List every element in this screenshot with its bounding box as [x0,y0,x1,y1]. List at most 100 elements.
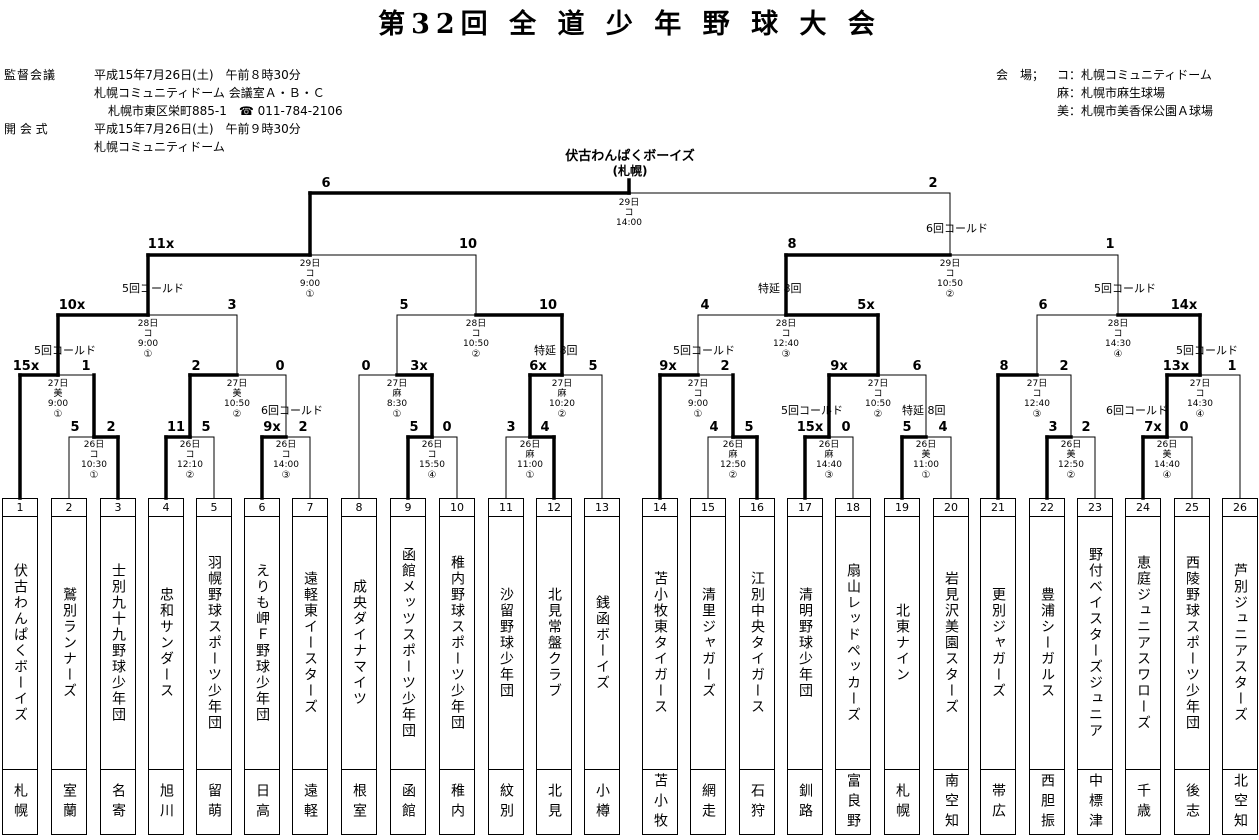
game-time: 15:50 [419,460,445,470]
score-label: 2 [298,420,307,435]
team-city: 名寄 [101,769,135,835]
venue-item-2: 麻：札幌市麻生球場 [1057,86,1166,100]
game-date: 27日 [227,378,247,389]
team-name: 野付ベイスターズジュニア [1087,547,1103,739]
team-city: 富良野 [836,769,870,835]
game-date: 29日 [619,197,639,208]
team-number: 22 [1030,499,1064,517]
game-time: 12:40 [773,339,799,349]
score-label: 13x [1163,359,1190,374]
team-number: 19 [885,499,919,517]
game-note: 5回コールド [1094,282,1156,295]
score-label: 14x [1171,298,1198,313]
team-number: 16 [740,499,774,517]
score-label: 0 [442,420,451,435]
game-venue: 麻 [392,387,401,399]
score-label: 5 [744,420,753,435]
score-label: 11x [148,237,175,252]
team-name: 岩見沢美園スターズ [943,571,959,715]
team-number: 10 [440,499,474,517]
game-date: 26日 [723,439,743,450]
game-number: ② [558,409,567,420]
game-venue: 美 [921,448,930,460]
team-city: 南空知 [934,769,968,835]
score-label: 5x [857,298,875,313]
team-number: 5 [197,499,231,517]
score-label: 3x [410,359,428,374]
team-city: 後志 [1175,769,1209,835]
team-city: 小樽 [585,769,619,835]
game-time: 12:10 [177,460,203,470]
game-note: 6回コールド [926,222,988,235]
game-venue: 麻 [824,448,833,460]
team-number: 11 [489,499,523,517]
score-label: 1 [1105,237,1114,252]
team-number: 12 [537,499,571,517]
score-label: 2 [191,359,200,374]
meeting-line-1: 平成15年7月26日(土) 午前８時30分 [94,68,301,82]
score-label: 8 [999,359,1008,374]
game-time: 12:50 [1058,460,1084,470]
game-venue: コ [281,450,290,460]
game-date: 26日 [422,439,442,450]
team-name: 西陵野球スポーツ少年団 [1184,555,1200,731]
game-number: ① [526,470,535,481]
score-label: 4 [938,420,947,435]
game-number: ② [186,470,195,481]
game-venue: コ [143,329,152,339]
game-number: ① [144,349,153,360]
game-number: ② [472,349,481,360]
game-number: ① [694,409,703,420]
opening-line-1: 平成15年7月26日(土) 午前９時30分 [94,122,301,136]
game-time: 10:30 [81,460,107,470]
score-label: 5 [409,420,418,435]
team-name: 伏古わんぱくボーイズ [12,563,28,723]
game-number: ④ [1163,470,1172,481]
team-name: えりも岬Ｆ野球少年団 [254,563,270,723]
game-venue: コ [471,329,480,339]
score-label: 4 [540,420,549,435]
score-label: 7x [1144,420,1162,435]
team-number: 1 [3,499,37,517]
game-time: 14:40 [1154,460,1180,470]
game-number: ③ [282,470,291,481]
game-note: 5回コールド [1176,344,1238,357]
team-name: 北見常盤クラブ [546,587,562,699]
game-number: ④ [428,470,437,481]
game-venue: 麻 [728,448,737,460]
score-label: 1 [81,359,90,374]
score-label: 4 [709,420,718,435]
game-date: 27日 [552,378,572,389]
score-label: 6 [321,176,330,191]
game-date: 26日 [84,439,104,450]
team-name: 清里ジャガーズ [700,587,716,699]
score-label: 6 [1038,298,1047,313]
game-date: 28日 [776,318,796,329]
team-city: 北空知 [1223,769,1257,835]
score-label: 10 [539,298,557,313]
game-number: ④ [1114,349,1123,360]
team-name: 銭函ボーイズ [594,595,610,691]
game-date: 27日 [48,378,68,389]
game-date: 27日 [688,378,708,389]
game-time: 9:00 [138,339,158,349]
game-time: 8:30 [387,399,407,409]
game-time: 12:50 [720,460,746,470]
team-city: 旭川 [149,769,183,835]
game-venue: コ [873,389,882,399]
team-name: 清明野球少年団 [797,587,813,699]
game-date: 26日 [819,439,839,450]
team-name: 遠軽東イースターズ [302,571,318,715]
venue-item-1: コ：札幌コミュニティドーム [1057,68,1212,82]
game-venue: コ [1032,389,1041,399]
team-city: 日高 [245,769,279,835]
